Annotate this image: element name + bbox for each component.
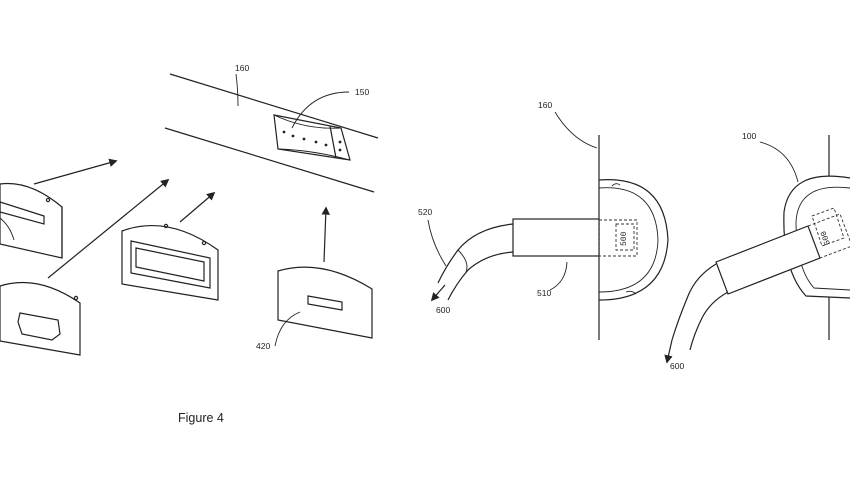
label-160-middle: 160 [538, 100, 552, 110]
module-b [0, 282, 80, 355]
dome-middle [599, 180, 668, 300]
arrow-4 [324, 208, 326, 262]
label-160-left: 160 [235, 63, 249, 73]
code-500-middle: 500 [620, 231, 629, 246]
label-520: 520 [418, 207, 432, 217]
leader-160a [236, 74, 238, 106]
leader-100 [760, 142, 798, 182]
cable-middle [432, 224, 513, 300]
label-600-middle: 600 [436, 305, 450, 315]
recess-150 [274, 115, 350, 160]
leader-520 [428, 220, 446, 266]
label-420: 420 [256, 341, 270, 351]
arrow-3 [180, 193, 214, 222]
leader-160-middle [555, 112, 597, 148]
figure-caption: Figure 4 [178, 411, 224, 425]
leader-150 [292, 92, 349, 128]
label-600-right: 600 [670, 361, 684, 371]
module-a [0, 183, 62, 258]
arrow-1 [34, 161, 116, 184]
module-420 [278, 267, 372, 338]
label-510: 510 [537, 288, 551, 298]
module-c [122, 224, 218, 300]
connector-510: 500 [513, 219, 637, 256]
label-100: 100 [742, 131, 756, 141]
leader-510 [550, 262, 567, 290]
cable-right [667, 264, 728, 362]
label-150: 150 [355, 87, 369, 97]
